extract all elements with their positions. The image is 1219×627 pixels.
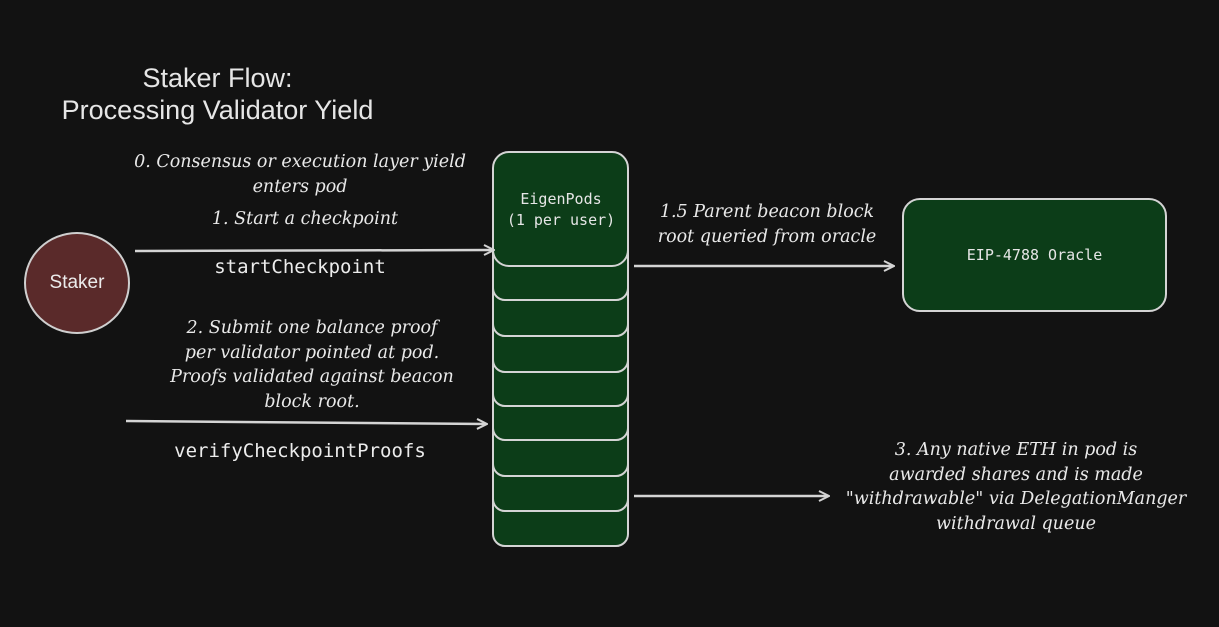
note-line: 2. Submit one balance proof	[186, 318, 438, 338]
note-line: 0. Consensus or execution layer yield	[134, 152, 466, 172]
note-line: Proofs validated against beacon	[170, 367, 454, 387]
note-line: "withdrawable" via DelegationManger	[845, 489, 1187, 509]
eigenpods-label: EigenPods (1 per user)	[494, 189, 628, 231]
pod-label-line: EigenPods	[520, 190, 602, 208]
note-line: root queried from oracle	[657, 226, 877, 247]
arrow-start-checkpoint	[134, 250, 493, 251]
step-1-note: 1. Start a checkpoint	[211, 209, 399, 229]
note-line: withdrawal queue	[936, 513, 1096, 534]
diagram-title: Staker Flow: Processing Validator Yield	[40, 62, 395, 126]
eip-4788-oracle-node: EIP-4788 Oracle	[902, 198, 1167, 312]
step-1-5-note: 1.5 Parent beacon block root queried fro…	[638, 200, 896, 249]
title-line: Processing Validator Yield	[61, 95, 374, 125]
note-line: per validator pointed at pod.	[184, 342, 440, 363]
staker-node: Staker	[24, 232, 130, 334]
pod-label-line: (1 per user)	[506, 211, 616, 229]
verify-checkpoint-proofs-call: verifyCheckpointProofs	[174, 440, 426, 462]
arrow-verify-proofs	[125, 421, 486, 424]
note-line: enters pod	[252, 176, 348, 197]
pod-card-top	[492, 151, 629, 267]
title-line: Staker Flow:	[142, 63, 293, 93]
oracle-label: EIP-4788 Oracle	[966, 246, 1103, 264]
step-2-note: 2. Submit one balance proof per validato…	[128, 316, 496, 414]
note-line: 1.5 Parent beacon block	[659, 202, 875, 222]
start-checkpoint-call: startCheckpoint	[214, 256, 386, 278]
eigenpods-stack	[492, 151, 629, 547]
step-0-note: 0. Consensus or execution layer yield en…	[116, 150, 484, 199]
staker-label: Staker	[49, 272, 105, 293]
note-line: awarded shares and is made	[889, 464, 1143, 485]
note-line: 3. Any native ETH in pod is	[894, 440, 1138, 460]
note-line: block root.	[264, 391, 360, 412]
step-3-note: 3. Any native ETH in pod is awarded shar…	[826, 438, 1206, 536]
